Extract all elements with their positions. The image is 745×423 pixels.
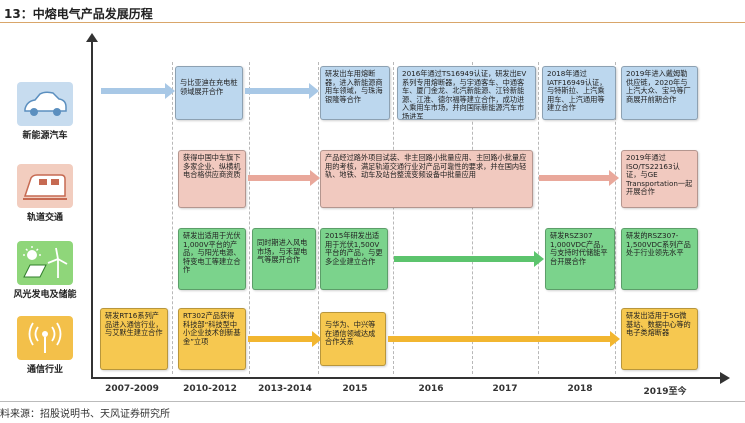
category-pv-wind: 风光发电及储能 (10, 241, 80, 300)
category-label: 通信行业 (26, 365, 63, 375)
timeline-arrow (101, 83, 175, 99)
category-ev: 新能源汽车 (10, 82, 80, 141)
year-label: 2018 (567, 384, 593, 394)
timeline-arrow (539, 170, 619, 186)
year-label: 2015 (342, 384, 368, 394)
milestone-box: 2019年进入戴姆勒供应链，2020年与上汽大众、宝马等厂商展开前期合作 (621, 66, 698, 120)
x-axis-arrowhead (720, 372, 730, 384)
milestone-box: 研发出车用熔断器，进入新能源商用车领域，与珠海银隆等合作 (320, 66, 390, 120)
year-label: 2013-2014 (258, 384, 312, 394)
y-axis-arrowhead (86, 33, 98, 42)
category-label: 风光发电及储能 (13, 290, 77, 300)
year-label: 2007-2009 (105, 384, 159, 394)
year-label: 2010-2012 (183, 384, 237, 394)
train-icon (17, 164, 73, 208)
column-divider (615, 62, 616, 374)
milestone-box: 与华为、中兴等在通信领域达成合作关系 (320, 312, 386, 366)
y-axis (91, 39, 93, 378)
antenna-icon (17, 316, 73, 360)
milestone-box: 研发的RSZ307-1,500VDC系列产品处于行业领先水平 (621, 228, 698, 290)
source-note: 料来源：招股说明书、天风证券研究所 (0, 409, 170, 420)
milestone-box: 2015年研发出适用于光伏1,500V平台的产品，与更多企业建立合作 (320, 228, 388, 290)
milestone-box: 2019年通过ISO/TS22163认证，与GE Transportation一… (621, 150, 698, 208)
milestone-box: 同时期进入风电市场，与禾望电气等展开合作 (252, 228, 316, 290)
column-divider (393, 62, 394, 374)
year-label: 2017 (492, 384, 518, 394)
column-divider (538, 62, 539, 374)
milestone-box: 2018年通过IATF16949认证，与特斯拉、上汽乘用车、上汽通用等建立合作 (542, 66, 616, 120)
timeline-arrow (248, 170, 320, 186)
milestone-box: 研发RSZ307 1,000VDC产品，与支持时代储能平台开展合作 (545, 228, 615, 290)
timeline-arrow (394, 251, 544, 267)
footer-divider (0, 401, 745, 402)
title-divider (0, 22, 745, 23)
solar-wind-icon (17, 241, 73, 285)
milestone-box: 2016年通过TS16949认证，研发出EV系列专用熔断器，与宇通客车、中通客车… (397, 66, 536, 120)
milestone-box: 研发RT16系列产品进入通信行业，与艾默生建立合作 (100, 308, 168, 370)
category-telecom: 通信行业 (10, 316, 80, 375)
timeline-arrow (245, 83, 319, 99)
column-divider (172, 62, 173, 374)
column-divider (249, 62, 250, 374)
milestone-box: RT302产品获得科技部“科技型中小企业技术创新基金”立项 (178, 308, 246, 370)
category-rail: 轨道交通 (10, 164, 80, 223)
milestone-box: 获得中国中车旗下多家企业、纵横机电合格供应商资质 (178, 150, 246, 208)
category-label: 轨道交通 (26, 213, 63, 223)
category-label: 新能源汽车 (22, 131, 68, 141)
x-axis (91, 377, 721, 379)
column-divider (318, 62, 319, 374)
milestone-box: 研发出适用于5G微基站、数据中心等的电子类熔断器 (621, 308, 698, 370)
milestone-box: 与比亚迪在充电桩领域展开合作 (175, 66, 243, 120)
column-divider (472, 62, 473, 374)
timeline-arrow (248, 331, 322, 347)
milestone-box: 研发出适用于光伏1,000V平台的产品，与阳光电源、特变电工等建立合作 (178, 228, 246, 290)
car-icon (17, 82, 73, 126)
year-label: 2016 (418, 384, 444, 394)
milestone-box: 产品经过路外项目试装、非主回路小批量应用、主回路小批量应用的考核，满足轨道交通行… (320, 150, 533, 208)
figure-title: 13：中熔电气产品发展历程 (4, 7, 153, 21)
year-label: 2019至今 (643, 387, 687, 397)
timeline-arrow (388, 331, 620, 347)
